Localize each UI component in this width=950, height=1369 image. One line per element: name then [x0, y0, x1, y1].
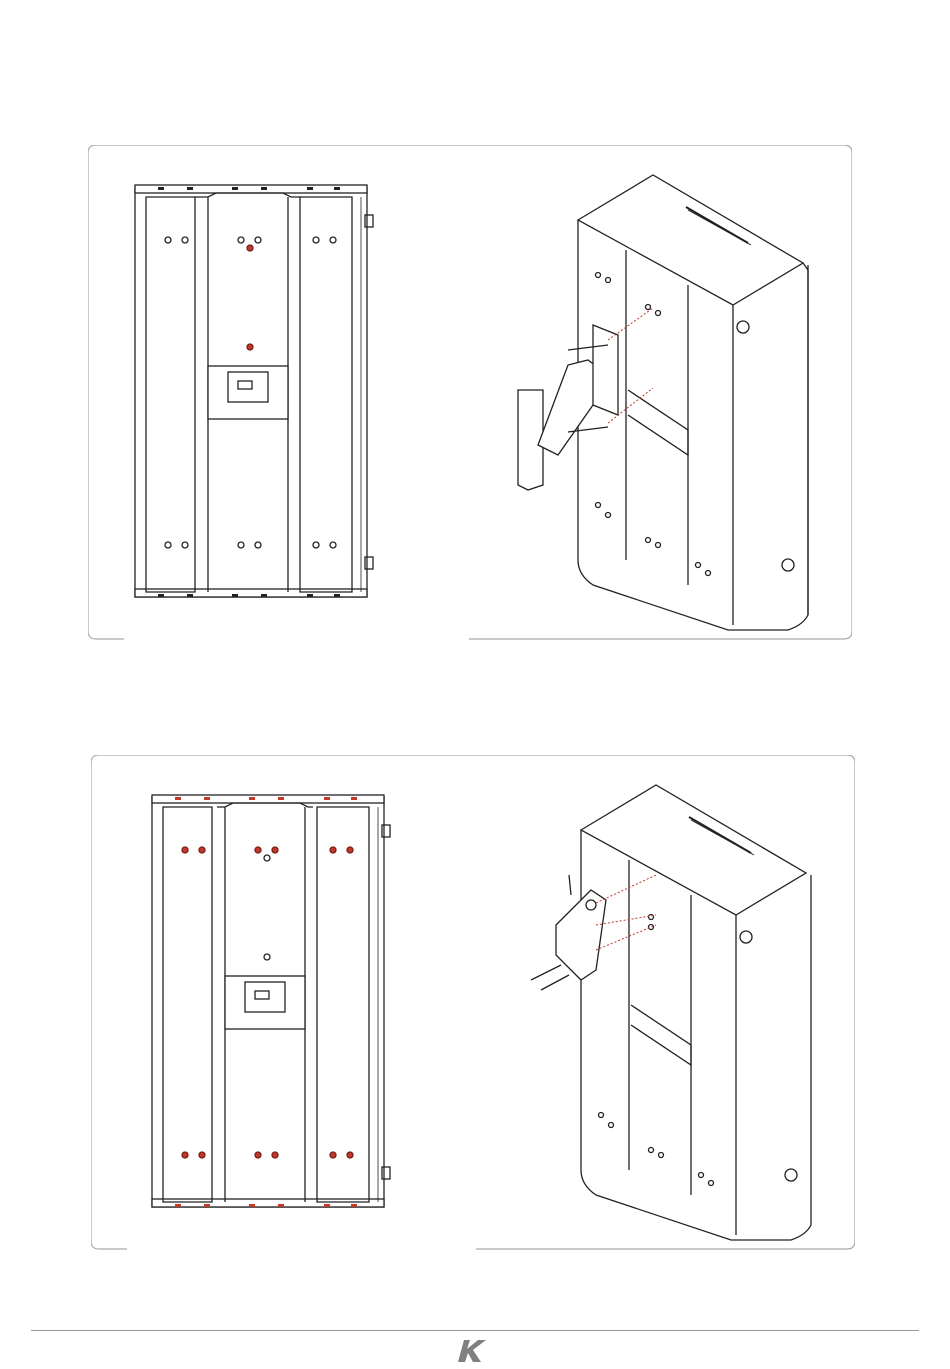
- speaker-isometric-view: [531, 785, 811, 1240]
- figure-panel-1: [88, 145, 852, 640]
- speaker-front-view: [152, 795, 390, 1207]
- brand-logo: [458, 1340, 490, 1367]
- footer-divider: [31, 1330, 919, 1331]
- speaker-front-view: [135, 185, 373, 597]
- figure-1-drawing: [88, 145, 852, 640]
- figure-2-drawing: [91, 755, 855, 1250]
- speaker-isometric-view: [518, 175, 808, 630]
- figure-panel-2: [91, 755, 855, 1250]
